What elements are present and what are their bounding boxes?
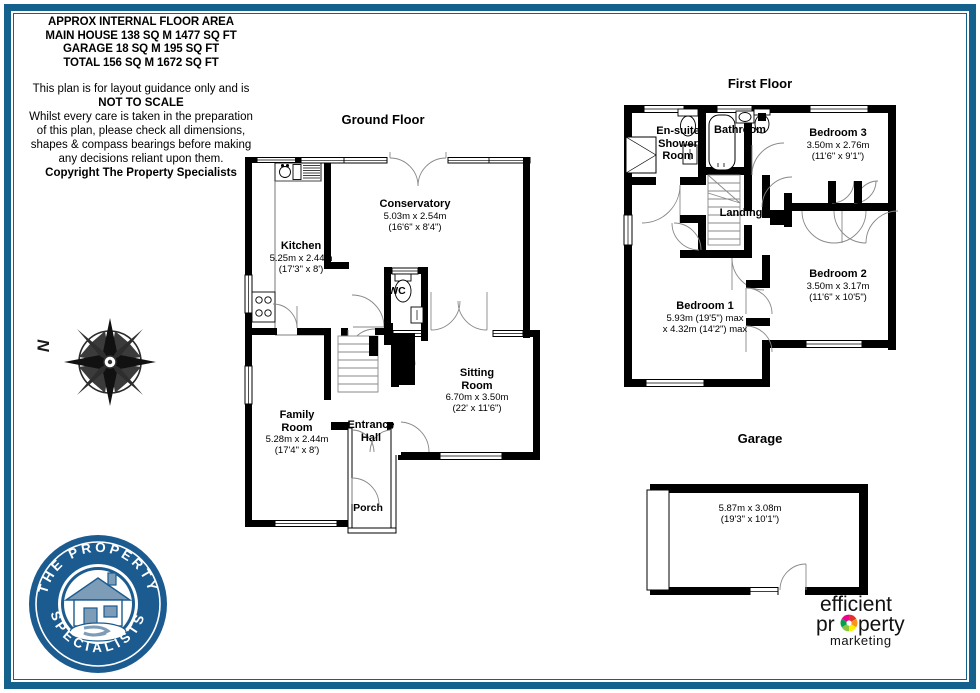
summary-line-4: TOTAL 156 SQ M 1672 SQ FT <box>63 56 219 69</box>
window-bedroom1-left <box>623 214 633 246</box>
summary-line-3: GARAGE 18 SQ M 195 SQ FT <box>62 43 220 55</box>
compass-rose-icon <box>64 318 156 406</box>
door-landing-bedroom1 <box>731 257 765 291</box>
first-floor-walls <box>623 105 899 387</box>
ensuite-wc <box>677 108 699 137</box>
door-conservatory-top <box>389 152 447 187</box>
efficient-property-marketing-logo: efficient pr perty marketing <box>812 592 930 650</box>
disclaimer-line-4: of this plan, please check all dimension… <box>36 125 246 137</box>
window-sitting-room-bottom <box>439 452 503 460</box>
first-floor-plan <box>623 105 899 387</box>
epm-line-2b: perty <box>858 613 905 636</box>
garage-title: Garage <box>737 431 783 446</box>
window-left-upper <box>244 274 253 314</box>
door-garage-personnel <box>779 563 807 591</box>
door-bathroom <box>751 142 785 176</box>
epm-line-2a: pr <box>816 613 835 636</box>
disclaimer-line-6: any decisions reliant upon them. <box>58 153 224 165</box>
summary-line-2: MAIN HOUSE 138 SQ M 1477 SQ FT <box>45 29 237 42</box>
staircase-first <box>707 174 741 246</box>
room-label-ensuite: En-suite Shower Room <box>656 125 700 162</box>
door-porch-outer <box>351 477 380 506</box>
door-bedroom1-a <box>745 287 773 315</box>
wc-basin <box>410 306 424 324</box>
kitchen-hob <box>251 291 276 323</box>
kitchen-sink-unit <box>274 162 322 182</box>
room-label-bathroom: Bathroom <box>714 124 766 136</box>
summary-line-1: APPROX INTERNAL FLOOR AREA <box>48 16 234 28</box>
disclaimer-line-5: shapes & compass bearings before making <box>30 139 252 151</box>
ground-floor-walls <box>244 152 540 534</box>
door-porch-inner <box>351 429 393 453</box>
door-wc <box>351 294 385 328</box>
pinwheel-icon <box>840 614 858 632</box>
ensuite-shower-tray <box>625 136 657 174</box>
door-kitchen <box>272 303 298 329</box>
compass-north-label: N <box>34 339 54 353</box>
room-label-porch: Porch <box>353 502 383 514</box>
bathroom-basin <box>735 110 755 124</box>
window-family-room-bottom <box>274 520 338 527</box>
garage-door <box>646 489 670 591</box>
garage-walls <box>646 484 868 595</box>
window-garage-bottom <box>749 587 779 595</box>
window-bedroom3-top <box>809 105 869 113</box>
room-label-wc: WC <box>388 285 406 297</box>
disclaimer-line-1: This plan is for layout guidance only an… <box>32 83 250 95</box>
room-label-bedroom-3: Bedroom 3 3.50m x 2.76m (11'6" x 9'1") <box>806 127 870 162</box>
bath-tub <box>708 114 736 171</box>
window-wc <box>391 267 419 275</box>
door-conservatory-to-sitting <box>430 292 488 331</box>
room-label-entrance-hall: Entrance Hall <box>347 419 395 444</box>
door-bedroom1-b <box>745 325 773 353</box>
window-conservatory-top-left <box>300 157 388 164</box>
wc-toilet <box>394 273 412 303</box>
ground-floor-title: Ground Floor <box>341 112 425 127</box>
window-conservatory-top-right <box>447 157 531 164</box>
compass: N <box>34 312 178 416</box>
room-label-bedroom-2: Bedroom 2 3.50m x 3.17m (11'6" x 10'5") <box>806 268 870 303</box>
room-label-conservatory: Conservatory 5.03m x 2.54m (16'6" x 8'4"… <box>379 198 451 233</box>
room-label-garage: 5.87m x 3.08m (19'3" x 10'1") <box>718 503 782 525</box>
house-icon <box>63 572 133 627</box>
floor-area-summary: APPROX INTERNAL FLOOR AREA MAIN HOUSE 13… <box>18 16 264 70</box>
window-bedroom2-bottom <box>805 340 863 348</box>
door-bedroom3 <box>761 176 793 208</box>
first-floor-title: First Floor <box>727 76 793 91</box>
property-specialists-logo: THE PROPERTY SPECIALISTS <box>26 532 170 676</box>
disclaimer-line-3: Whilst every care is taken in the prepar… <box>29 111 253 123</box>
room-label-kitchen: Kitchen 5.25m x 2.44m (17'3" x 8') <box>269 240 333 275</box>
door-hall-front <box>398 421 430 453</box>
door-ensuite <box>641 184 681 224</box>
ensuite-basin <box>682 144 698 165</box>
window-left-lower <box>244 365 253 405</box>
room-label-landing: Landing <box>719 207 763 219</box>
ground-floor-plan <box>244 152 540 534</box>
window-bedroom1-bottom <box>645 379 705 387</box>
disclaimer-block: This plan is for layout guidance only an… <box>12 82 270 180</box>
door-landing-left <box>671 222 702 251</box>
room-label-family-room: Family Room 5.28m x 2.44m (17'4" x 8') <box>265 409 329 456</box>
epm-line-1: efficient <box>820 593 892 616</box>
epm-line-3: marketing <box>830 633 892 648</box>
window-conservatory-lower-right <box>492 330 524 337</box>
disclaimer-copyright: Copyright The Property Specialists <box>45 167 237 179</box>
garage-plan <box>646 484 868 595</box>
room-label-bedroom-1: Bedroom 1 5.93m (19'5") max x 4.32m (14'… <box>662 300 748 335</box>
disclaimer-not-to-scale: NOT TO SCALE <box>98 97 184 109</box>
room-label-sitting-room: Sitting Room 6.70m x 3.50m (22' x 11'6") <box>445 367 509 414</box>
bedroom2-wardrobe <box>801 210 899 244</box>
